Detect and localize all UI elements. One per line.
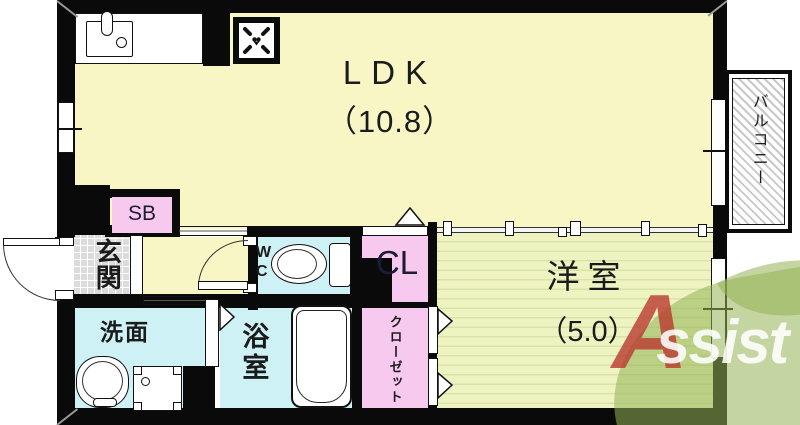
ldk-label: LDK [342, 54, 438, 91]
closet-strip-box [362, 308, 428, 408]
partition-marker [558, 227, 567, 237]
window-ldk-balcony [711, 99, 726, 206]
bathtub-inner [296, 310, 347, 403]
wall-top [57, 0, 727, 13]
wash-basin-inner [82, 361, 123, 401]
wall-washroom-bath [183, 366, 215, 410]
partition-marker [443, 221, 452, 236]
window-ldk-balcony-tick [703, 150, 733, 152]
wall-bath-closet [352, 302, 363, 408]
closet-strip-label: クローゼット [387, 315, 403, 405]
entrance-tile-floor [73, 235, 130, 295]
western-room-label: 洋室 [546, 258, 629, 295]
shoebox-label: SB [127, 202, 156, 225]
stove-icon [233, 17, 280, 64]
partition-marker [570, 221, 581, 236]
washroom-label: 洗面 [100, 319, 150, 345]
wall-shoebox-right [170, 197, 180, 233]
partition-marker [505, 221, 514, 236]
window-left-wall [58, 102, 74, 153]
bathroom-door-panel [205, 299, 219, 367]
wash-basin-tray [93, 398, 117, 407]
wc-door-leaf [198, 281, 248, 290]
wc-label: W C [256, 244, 272, 281]
ldk-size-label: （10.8） [325, 104, 455, 139]
shoebox-box [112, 197, 172, 233]
hall-ldk-sliding-door [178, 226, 248, 236]
cl-top-bar [362, 226, 428, 236]
toilet-bowl-inner [277, 249, 317, 279]
cl-label: CL [375, 244, 419, 281]
assist-logo-letter-a: A [612, 273, 689, 391]
partition-marker [698, 224, 707, 237]
washing-machine-tab [173, 366, 182, 375]
washroom-sliding-door [143, 296, 208, 305]
partition-marker [641, 221, 650, 236]
wall-closet-right-lower [428, 302, 437, 408]
balcony-label: バルコニー [749, 93, 767, 188]
wall-wc-top [255, 226, 365, 237]
wall-left-lower [57, 300, 75, 425]
bathroom-door-direction-icon [219, 303, 236, 331]
cl-door-direction-icon [394, 207, 426, 226]
wall-entrance-corner [57, 185, 110, 235]
washing-machine-dial [141, 377, 150, 386]
washing-machine-tab [173, 402, 182, 411]
cl-notch-wall [362, 258, 392, 302]
bathroom-label: 浴室 [238, 322, 269, 384]
wall-above-shoebox [105, 189, 180, 198]
entrance-door-swing-arc [3, 244, 60, 301]
closet-door-direction-icon-upper [437, 308, 454, 335]
wall-bottom [57, 408, 727, 425]
assist-logo-text: ssist [656, 308, 789, 377]
closet-door-direction-icon-lower [437, 372, 454, 399]
washing-machine-tab [133, 402, 142, 411]
kitchen-drain-icon [116, 37, 127, 48]
western-room-size-label: （5.0） [538, 316, 637, 348]
entrance-label: 玄関 [92, 238, 123, 290]
entrance-door-leaf [3, 238, 60, 246]
wall-cl-right [428, 222, 437, 308]
wall-kitchen-block [203, 13, 230, 66]
entrance-hall-step [130, 235, 143, 295]
wall-hall-wc [248, 226, 258, 310]
kitchen-faucet-icon [101, 11, 113, 36]
washing-machine-tab [133, 366, 142, 375]
balcony-deck [732, 78, 785, 225]
window-left-tick [58, 128, 82, 130]
toilet-tank-icon [329, 243, 351, 287]
wall-wc-closet [350, 226, 365, 302]
